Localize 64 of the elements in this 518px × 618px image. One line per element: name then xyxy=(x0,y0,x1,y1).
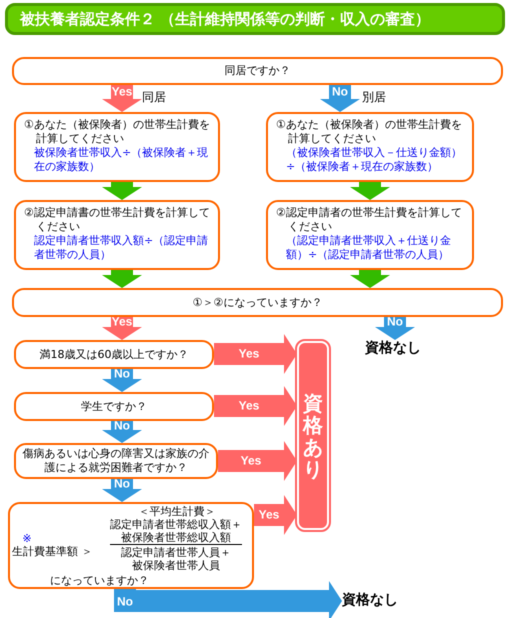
process-box xyxy=(14,200,220,270)
edge-label: No xyxy=(114,478,130,490)
instruction-text: 被保険者世帯収入÷（被保険者＋現在の家族数） xyxy=(33,146,210,174)
block-arrow xyxy=(102,421,142,443)
instruction-text: ①あなた（被保険者）の世帯生計費を計算してください xyxy=(24,118,211,146)
question-text: 満18歳又は60歳以上ですか？ xyxy=(38,348,190,362)
edge-label: Yes xyxy=(238,348,260,360)
formula-text: 認定申請者世帯人員＋被保険者世帯人員 xyxy=(120,546,232,572)
formula-text: になっていますか？ xyxy=(50,574,150,587)
result-text: 資格なし xyxy=(342,592,412,608)
instruction-text: 認定申請者世帯収入額÷（認定申請者世帯の人員） xyxy=(33,234,210,262)
formula-text: 認定申請者世帯総収入額＋被保険者世帯総収入額 xyxy=(110,518,242,545)
instruction-text: ②認定申請書の世帯生計費を計算してください xyxy=(24,206,211,234)
block-arrow xyxy=(218,441,297,481)
block-arrow xyxy=(114,581,342,618)
block-arrow xyxy=(102,317,142,340)
result-text: 資格あり xyxy=(303,392,323,480)
instruction-text: （被保険者世帯収入－仕送り金額）÷（被保険者＋現在の家族数） xyxy=(285,146,463,174)
result-bar xyxy=(297,341,329,530)
decision-box xyxy=(14,340,214,369)
edge-label: Yes xyxy=(240,454,262,468)
block-arrow xyxy=(214,334,297,374)
block-arrow xyxy=(102,182,142,200)
decision-box xyxy=(8,502,254,589)
edge-label: Yes xyxy=(258,508,280,522)
edge-label: No xyxy=(114,419,130,432)
decision-box xyxy=(14,443,218,479)
branch-label: 別居 xyxy=(362,90,386,104)
block-arrow xyxy=(214,386,297,426)
edge-label: No xyxy=(117,596,133,608)
question-text: 同居ですか？ xyxy=(224,64,292,78)
block-arrow xyxy=(102,270,142,288)
block-arrow xyxy=(350,270,390,288)
question-text: 傷病あるいは心身の障害又は家族の介護による就労困難者ですか？ xyxy=(22,447,210,475)
instruction-text: （認定申請者世帯収入＋仕送り金額）÷（認定申請者世帯の人員） xyxy=(285,234,452,262)
edge-label: No xyxy=(387,316,403,328)
block-arrow xyxy=(102,369,142,392)
formula-text: ＜平均生計費＞ xyxy=(138,505,216,518)
block-arrow xyxy=(102,479,142,502)
block-arrow xyxy=(320,85,360,112)
edge-label: Yes xyxy=(238,400,260,412)
block-arrow xyxy=(254,495,297,535)
edge-label: No xyxy=(114,368,130,380)
process-box xyxy=(14,112,220,182)
instruction-text: ②認定申請者の世帯生計費を計算してください xyxy=(276,206,463,234)
formula-text: 生計費基準額 ＞ xyxy=(12,545,94,558)
decision-box xyxy=(12,288,503,317)
branch-label: 同居 xyxy=(142,90,166,104)
block-arrow xyxy=(102,85,142,112)
decision-box xyxy=(14,392,214,421)
process-box xyxy=(266,200,474,270)
block-arrow xyxy=(375,317,415,340)
result-text: 資格なし xyxy=(365,340,435,356)
formula-text: ※ xyxy=(21,532,33,545)
edge-label: No xyxy=(332,86,348,98)
question-text: 学生ですか？ xyxy=(80,400,148,414)
title-banner: 被扶養者認定条件２ （生計維持関係等の判断・収入の審査） xyxy=(5,3,505,35)
instruction-text: ①あなた（被保険者）の世帯生計費を計算してください xyxy=(276,118,463,146)
edge-label: Yes xyxy=(112,316,132,328)
question-text: ①＞②になっていますか？ xyxy=(192,296,324,310)
block-arrow xyxy=(350,182,390,200)
edge-label: Yes xyxy=(112,86,132,98)
decision-box xyxy=(12,57,503,85)
process-box xyxy=(266,112,474,182)
